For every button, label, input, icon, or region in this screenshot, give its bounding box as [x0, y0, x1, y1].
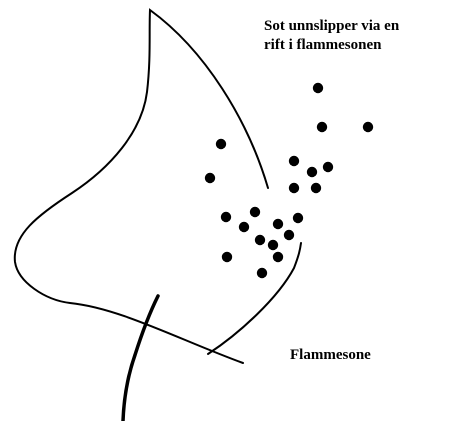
soot-particles [205, 83, 373, 278]
soot-particle [323, 162, 333, 172]
soot-particle [284, 230, 294, 240]
soot-particle [273, 219, 283, 229]
flame-outer-boundary [15, 10, 268, 363]
soot-escape-label-line1: Sot unnslipper via en [264, 17, 399, 36]
soot-particle [239, 222, 249, 232]
soot-particle [273, 252, 283, 262]
soot-particle [222, 252, 232, 262]
soot-particle [250, 207, 260, 217]
flame-zone-label: Flammesone [290, 346, 371, 365]
flame-inner-edge [123, 296, 158, 421]
soot-particle [363, 122, 373, 132]
soot-particle [205, 173, 215, 183]
soot-particle [317, 122, 327, 132]
flame-right-boundary [208, 243, 301, 354]
soot-particle [255, 235, 265, 245]
soot-escape-label-line2: rift i flammesonen [264, 36, 399, 55]
soot-particle [268, 240, 278, 250]
soot-particle [289, 183, 299, 193]
soot-particle [311, 183, 321, 193]
soot-particle [313, 83, 323, 93]
soot-particle [221, 212, 231, 222]
soot-particle [257, 268, 267, 278]
soot-particle [216, 139, 226, 149]
soot-particle [293, 213, 303, 223]
soot-particle [307, 167, 317, 177]
soot-particle [289, 156, 299, 166]
soot-escape-label: Sot unnslipper via en rift i flammesonen [264, 17, 399, 55]
